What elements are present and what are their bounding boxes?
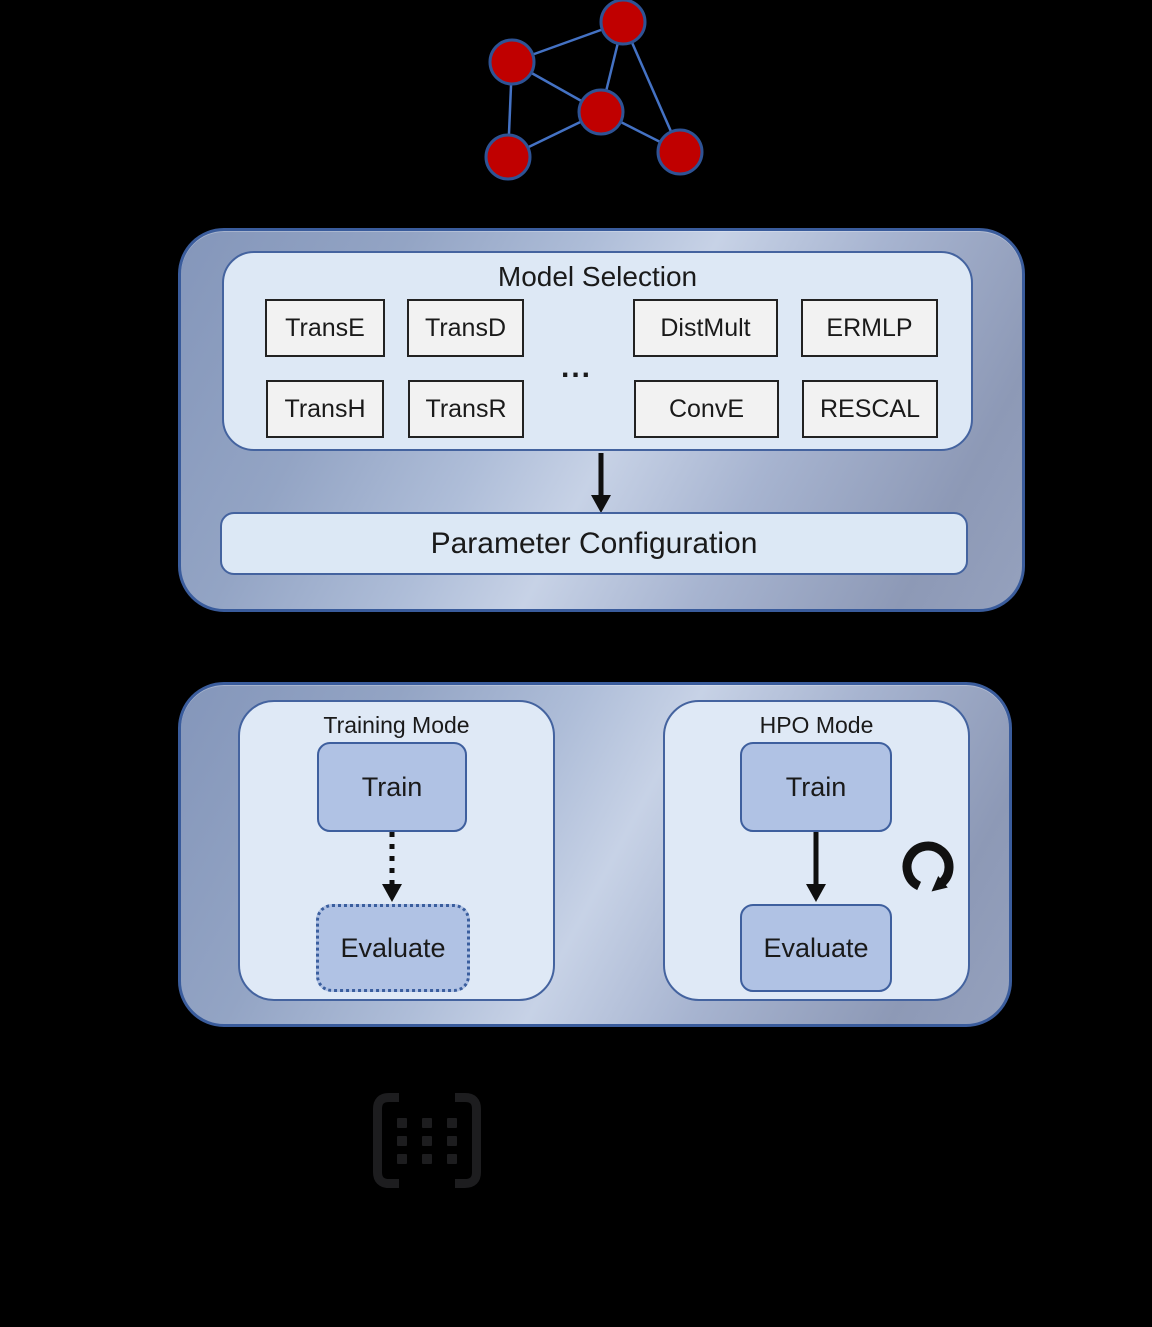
knowledge-graph-icon (484, 0, 704, 181)
loop-arrow-icon (902, 841, 954, 892)
parameter-configuration-bar: Parameter Configuration (220, 512, 968, 575)
model-button-transe: TransE (265, 299, 385, 357)
model-selection-title: Model Selection (497, 261, 698, 292)
model-button-ermlp: ERMLP (801, 299, 938, 357)
training-train-box: Train (317, 742, 467, 832)
hpo-mode-title: HPO Mode (759, 712, 874, 738)
dotted-arrow-icon (382, 832, 402, 902)
model-button-transh: TransH (266, 380, 384, 438)
down-arrow-icon (591, 453, 611, 513)
training-mode-title: Training Mode (323, 712, 470, 738)
model-button-transd: TransD (407, 299, 524, 357)
hpo-mode-panel: HPO Mode Train Evaluate (663, 700, 970, 1001)
model-button-transr: TransR (408, 380, 524, 438)
matrix-dots (397, 1118, 457, 1164)
hpo-evaluate-box: Evaluate (740, 904, 892, 992)
model-button-distmult: DistMult (633, 299, 778, 357)
graph-nodes (484, 0, 704, 181)
training-mode-panel: Training Mode Train Evaluate (238, 700, 555, 1001)
model-button-rescal: RESCAL (802, 380, 938, 438)
model-button-conve: ConvE (634, 380, 779, 438)
model-config-box: Model Selection TransE TransD DistMult E… (178, 228, 1025, 612)
training-evaluate-box: Evaluate (316, 904, 470, 992)
graph-edges (506, 20, 682, 159)
hpo-train-box: Train (740, 742, 892, 832)
model-selection-panel: Model Selection TransE TransD DistMult E… (222, 251, 973, 451)
matrix-icon (373, 1093, 481, 1188)
solid-arrow-icon (806, 832, 826, 902)
more-models-ellipsis: ... (561, 351, 593, 384)
modes-box: Training Mode Train Evaluate HPO Mode Tr… (178, 682, 1012, 1027)
